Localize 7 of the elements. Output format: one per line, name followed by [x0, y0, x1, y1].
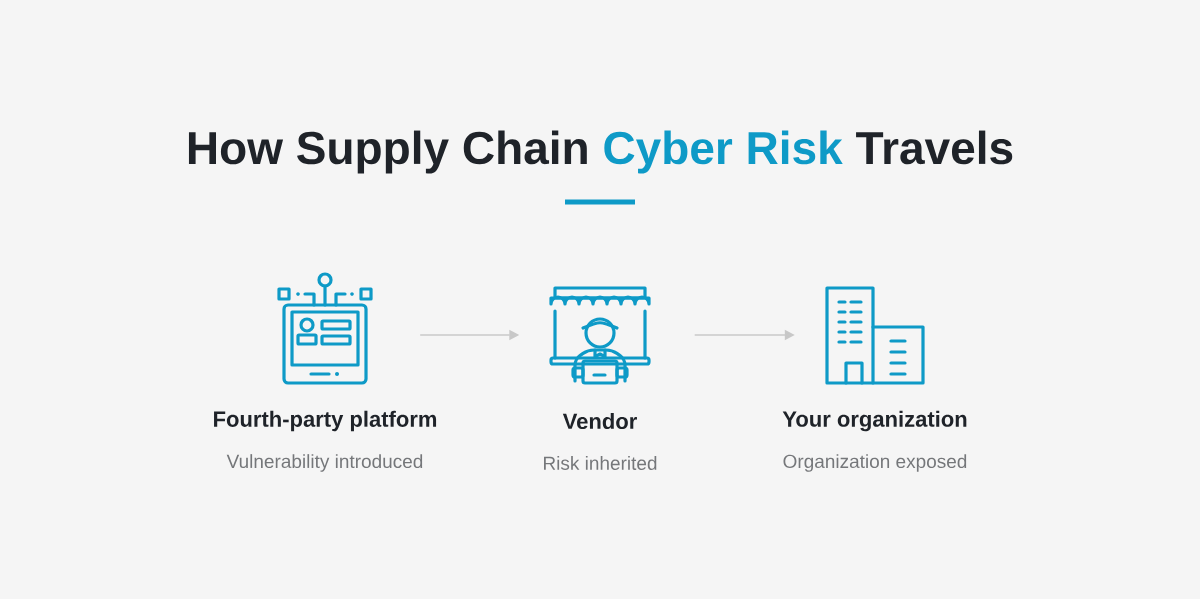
node-heading: Fourth-party platform: [214, 410, 437, 432]
node-subtitle: Vulnerability introduced: [226, 454, 423, 472]
node-subtitle: Risk inherited: [544, 456, 657, 470]
title: How Supply Chain Cyber Risk Travels: [188, 130, 1013, 174]
node-subtitle: Organization exposed: [783, 454, 967, 472]
node-heading: Vendor: [562, 412, 637, 430]
node-heading: Your organization: [782, 410, 967, 432]
